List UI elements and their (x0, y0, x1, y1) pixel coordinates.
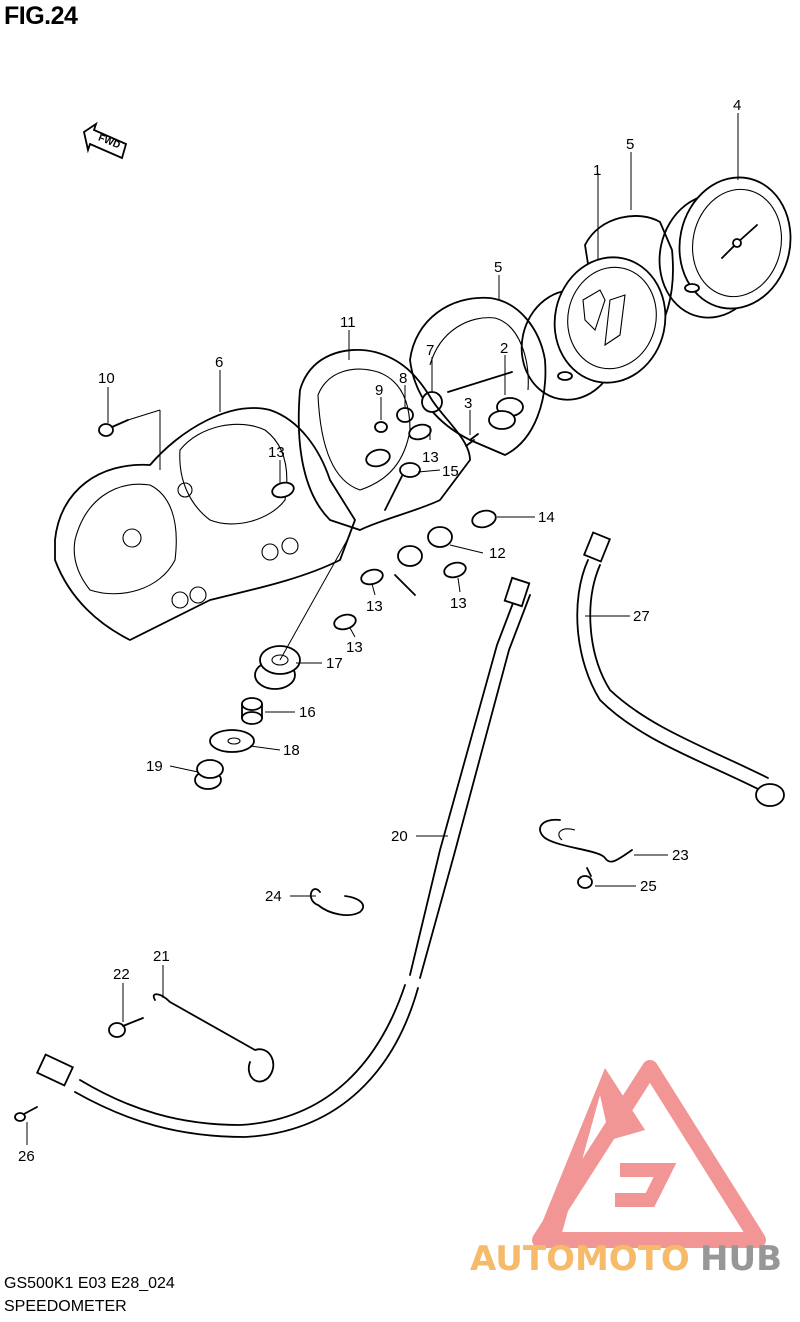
callout-13c: 13 (366, 598, 383, 615)
tachometer-gauge (658, 176, 792, 319)
callout-19: 19 (146, 758, 163, 775)
socket-12 (394, 526, 453, 596)
callout-8: 8 (399, 370, 407, 387)
callout-20: 20 (391, 828, 408, 845)
gauge-cup-lower (409, 296, 547, 456)
callout-13e: 13 (346, 639, 363, 656)
callout-13d: 13 (450, 595, 467, 612)
watermark-logo: AUTOMOTO HUB (470, 1060, 782, 1279)
figure-title: FIG.24 (4, 2, 78, 30)
callout-2: 2 (500, 340, 508, 357)
callout-26: 26 (18, 1148, 35, 1165)
bulb-13c (360, 568, 384, 586)
screw-9 (374, 421, 388, 433)
figure-name: SPEEDOMETER (4, 1298, 127, 1315)
callout-18: 18 (283, 742, 300, 759)
leader-lines (26, 113, 739, 1145)
callout-10: 10 (98, 370, 115, 387)
clamp-23 (539, 818, 633, 863)
screw-10 (98, 419, 129, 437)
bulb-14 (471, 509, 497, 529)
callout-3: 3 (464, 395, 472, 412)
bulb-13e (333, 613, 357, 631)
figure-code: GS500K1 E03 E28_024 (4, 1275, 175, 1292)
bulb-13b (408, 423, 432, 441)
callout-9: 9 (375, 382, 383, 399)
callout-6: 6 (215, 354, 223, 371)
grommet-17 (254, 645, 301, 690)
callout-1: 1 (593, 162, 601, 179)
washer-18 (209, 729, 255, 753)
clamp-21 (152, 993, 275, 1083)
screw-15 (384, 462, 421, 511)
callout-5a: 5 (626, 136, 634, 153)
speedometer-gauge (520, 256, 667, 401)
callout-11: 11 (340, 314, 356, 331)
gauge-bracket (297, 349, 471, 531)
callout-17: 17 (326, 655, 343, 672)
bulb-13f (365, 448, 391, 468)
callout-15: 15 (442, 463, 459, 480)
bulb-13a (271, 481, 295, 499)
screw-26 (14, 1106, 38, 1122)
sleeve-16 (241, 697, 263, 725)
watermark-brand-1: AUTOMOTO (470, 1239, 690, 1279)
speedometer-cable (35, 576, 531, 1138)
callout-24: 24 (265, 888, 282, 905)
callout-25: 25 (640, 878, 657, 895)
callout-13b: 13 (422, 449, 439, 466)
screw-25 (577, 867, 593, 889)
callout-7: 7 (426, 342, 434, 359)
washer-8 (396, 407, 414, 423)
tachometer-cable (576, 531, 785, 807)
callout-5b: 5 (494, 259, 502, 276)
reset-knob (447, 371, 524, 430)
callout-labels: 1 2 3 4 5 5 6 7 8 9 10 11 12 13 13 13 13… (18, 97, 741, 1165)
callout-13a: 13 (268, 444, 285, 461)
callout-22: 22 (113, 966, 130, 983)
callout-23: 23 (672, 847, 689, 864)
meter-case-lower (54, 407, 356, 641)
callout-27: 27 (633, 608, 650, 625)
clip-24 (309, 888, 365, 916)
fwd-arrow-icon: FWD (82, 121, 128, 160)
bolt-22 (108, 1017, 144, 1038)
callout-12: 12 (489, 545, 506, 562)
callout-16: 16 (299, 704, 316, 721)
screw-3 (465, 433, 479, 447)
callout-4: 4 (733, 97, 741, 114)
nut-19 (194, 759, 224, 790)
bulb-13d (443, 561, 467, 579)
watermark-brand-2: HUB (700, 1239, 782, 1279)
callout-21: 21 (153, 948, 170, 965)
callout-14: 14 (538, 509, 555, 526)
